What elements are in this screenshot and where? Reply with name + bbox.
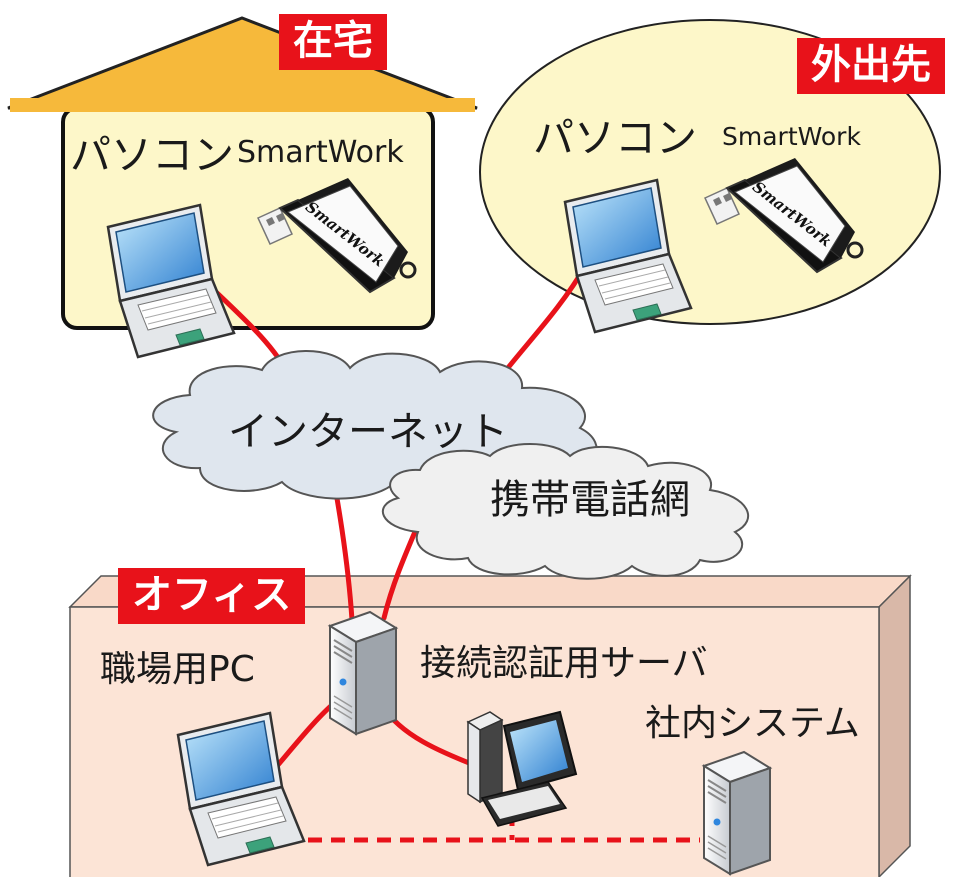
mobile-cloud — [381, 443, 749, 580]
internet-label: インターネット — [228, 409, 508, 455]
home-pc-label: パソコン — [70, 131, 234, 179]
internal-system-label: 社内システム — [645, 703, 860, 744]
office-tag: オフィス — [118, 568, 306, 624]
outside-pc-label: パソコン — [533, 114, 697, 162]
desktop-pc-icon — [466, 710, 578, 827]
outside-device-label: SmartWork — [722, 122, 861, 151]
internal-system-server-icon — [703, 751, 771, 875]
auth-server-icon — [329, 611, 397, 735]
link-outside-internet — [497, 262, 589, 381]
work-pc-label: 職場用PC — [100, 649, 255, 690]
mobile-network-label: 携帯電話網 — [490, 477, 690, 523]
home-device-label: SmartWork — [237, 135, 404, 170]
home-tag: 在宅 — [279, 14, 387, 70]
auth-server-label: 接続認証用サーバ — [420, 643, 708, 684]
outside-tag: 外出先 — [797, 38, 945, 94]
